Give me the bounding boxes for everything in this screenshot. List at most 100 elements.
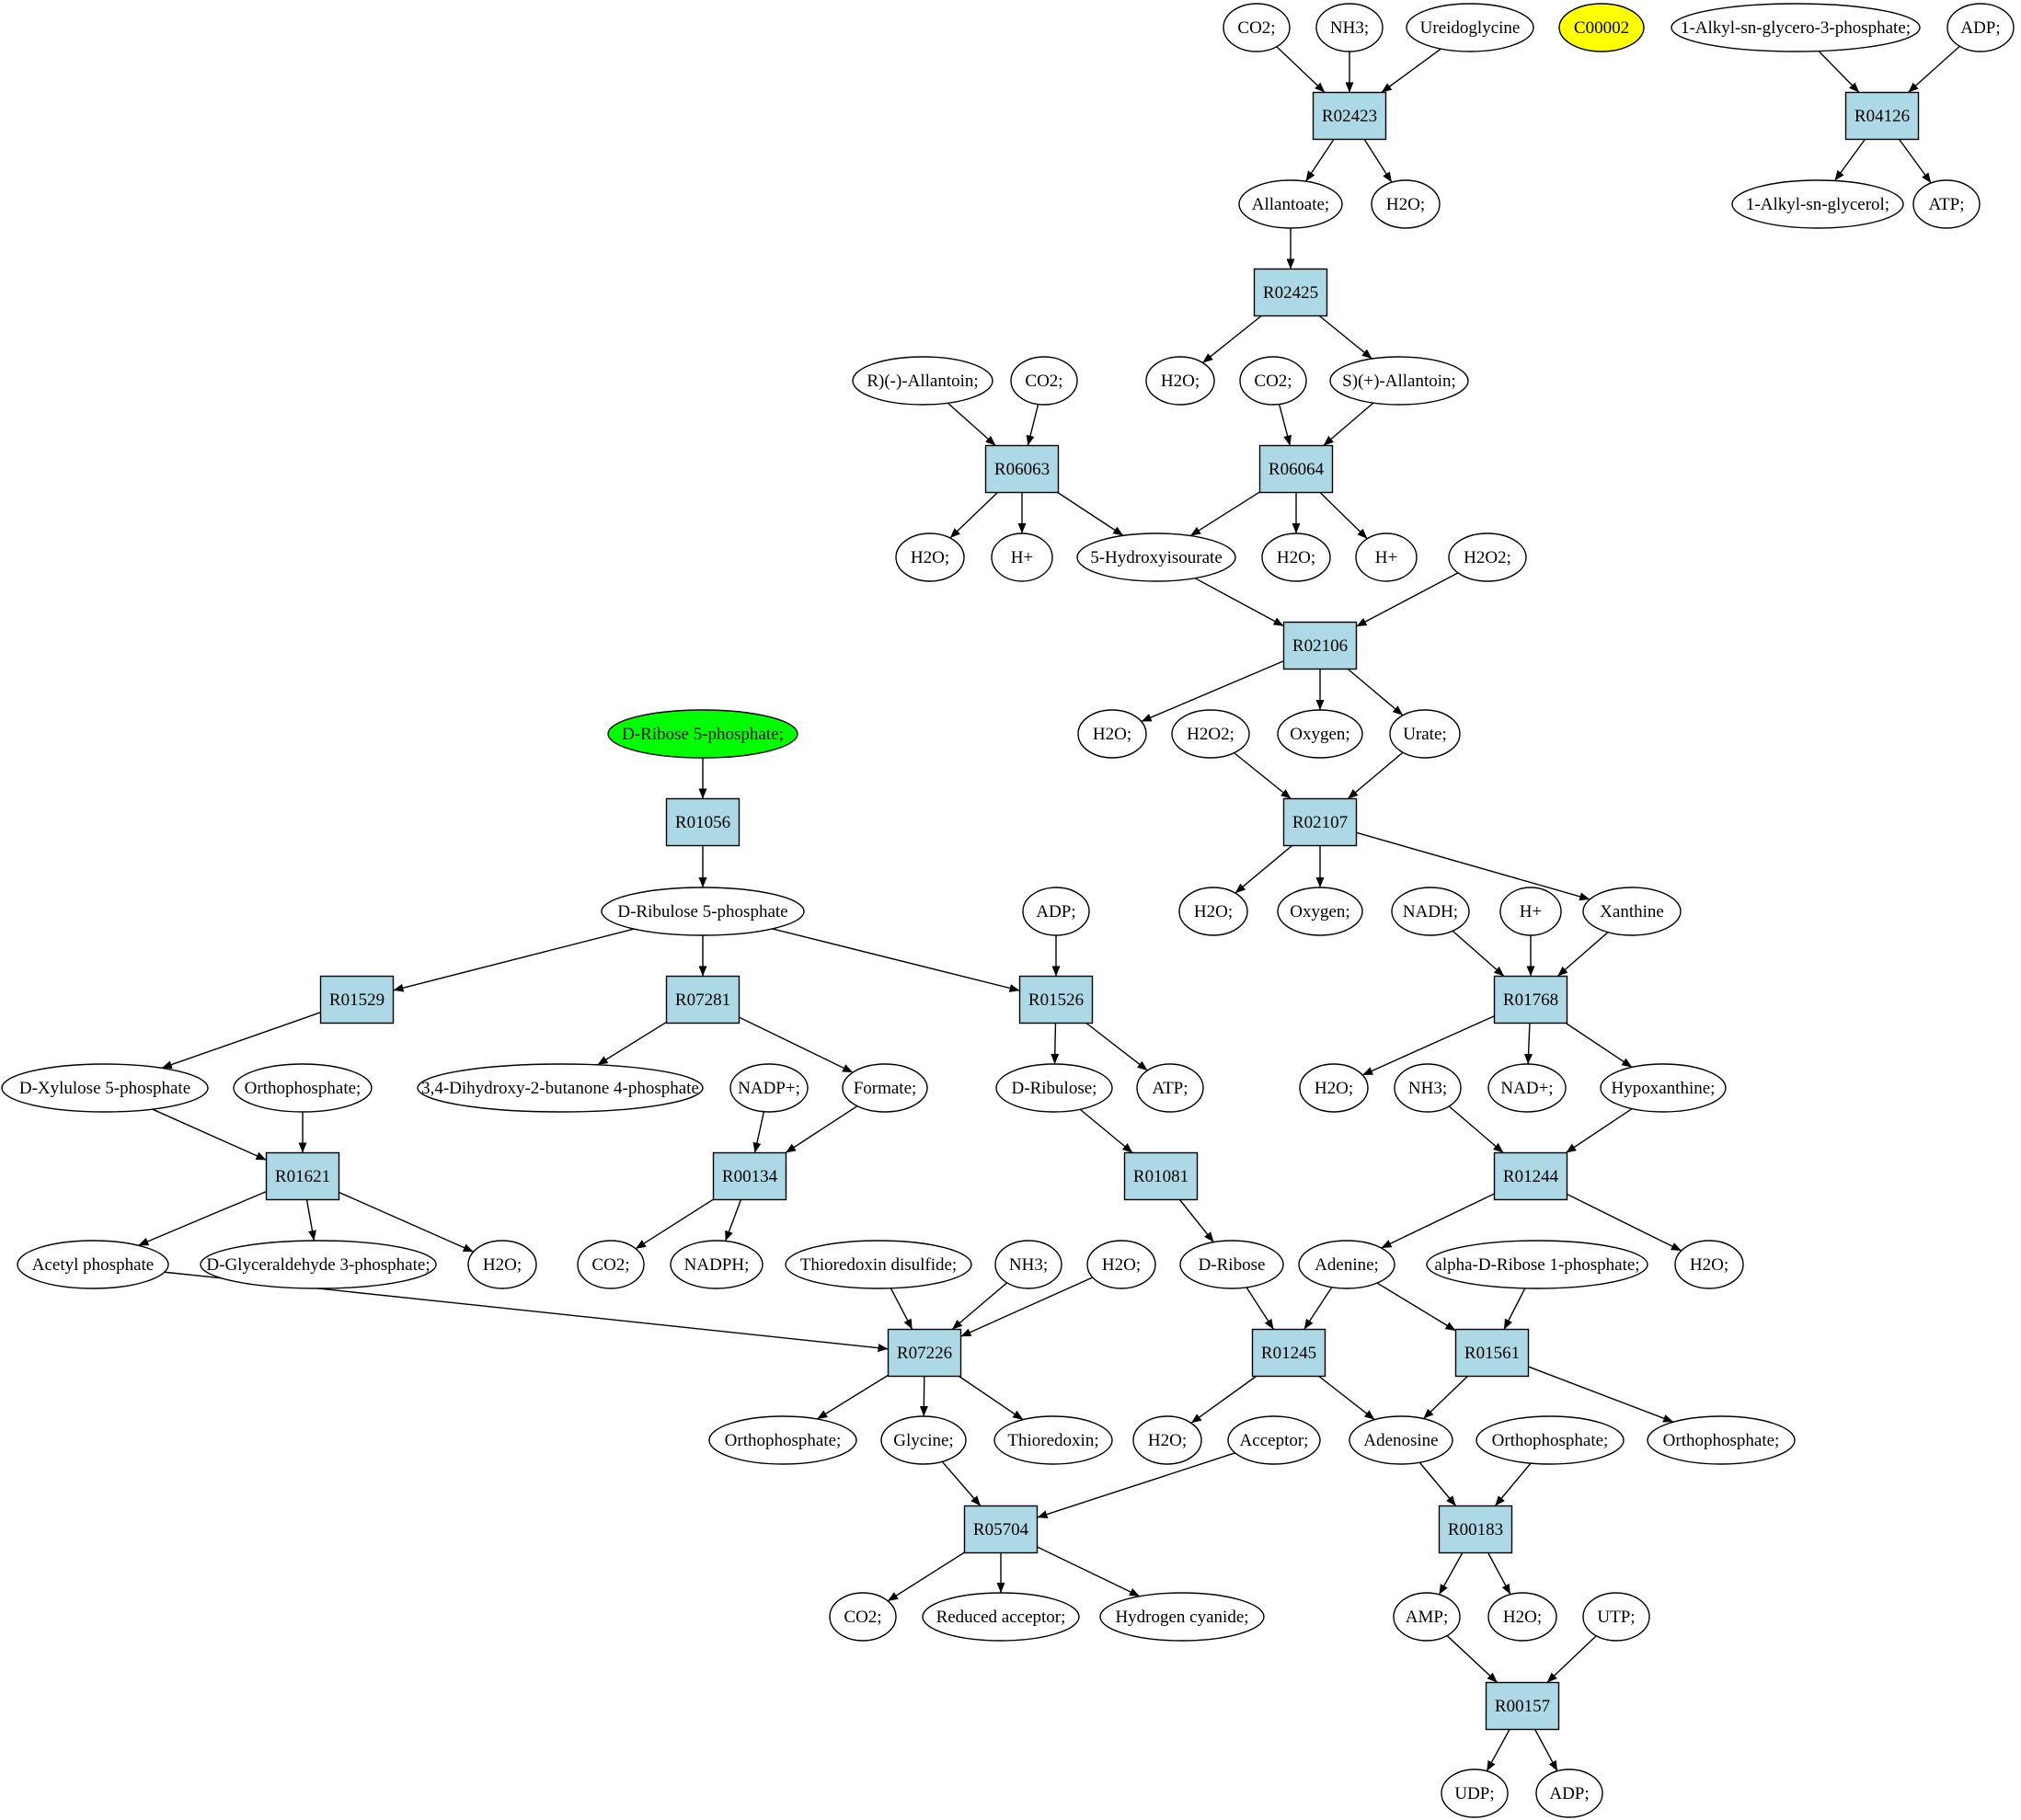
compound-dribose[interactable]: D-Ribose [1179, 1240, 1284, 1289]
reaction-R01081[interactable]: R01081 [1123, 1151, 1199, 1201]
compound-hydroxyisourate[interactable]: 5-Hydroxyisourate [1076, 532, 1236, 582]
compound-adp-c[interactable]: ADP; [1535, 1768, 1603, 1818]
compound-h2o-k[interactable]: H2O; [1132, 1415, 1202, 1465]
compound-nadh[interactable]: NADH; [1391, 887, 1470, 936]
compound-label: H2O; [1194, 902, 1233, 921]
compound-h2o-h[interactable]: H2O; [467, 1240, 537, 1289]
reaction-R07226[interactable]: R07226 [887, 1328, 962, 1378]
reaction-R01529[interactable]: R01529 [319, 975, 395, 1024]
compound-h2o-i[interactable]: H2O; [1086, 1240, 1156, 1289]
reaction-R01621[interactable]: R01621 [265, 1151, 340, 1201]
reaction-R00183[interactable]: R00183 [1438, 1505, 1513, 1554]
compound-co2-c[interactable]: CO2; [1239, 356, 1307, 406]
compound-utp[interactable]: UTP; [1582, 1592, 1650, 1642]
compound-h2o-j[interactable]: H2O; [1674, 1240, 1744, 1289]
reaction-R02107[interactable]: R02107 [1282, 797, 1358, 847]
compound-allantoate[interactable]: Allantoate; [1238, 179, 1343, 229]
compound-dribulose5p[interactable]: D-Ribulose 5-phosphate [601, 887, 805, 936]
compound-atp-b[interactable]: ATP; [1136, 1063, 1204, 1113]
compound-orthophosphate-d[interactable]: Orthophosphate; [1647, 1415, 1796, 1465]
reaction-R01561[interactable]: R01561 [1454, 1328, 1530, 1378]
edge-line [1356, 831, 1590, 901]
compound-co2-b[interactable]: CO2; [1010, 356, 1078, 406]
compound-orthophosphate-c[interactable]: Orthophosphate; [1476, 1415, 1625, 1465]
compound-h2o-a[interactable]: H2O; [1371, 179, 1441, 229]
compound-nadp[interactable]: NADP+; [729, 1063, 809, 1113]
reaction-R02106[interactable]: R02106 [1282, 621, 1358, 670]
compound-co2-e[interactable]: CO2; [829, 1592, 897, 1642]
compound-adenine[interactable]: Adenine; [1298, 1240, 1395, 1289]
compound-nadph[interactable]: NADPH; [670, 1240, 764, 1289]
reaction-R05704[interactable]: R05704 [963, 1505, 1039, 1554]
compound-orthophosphate-b[interactable]: Orthophosphate; [708, 1415, 857, 1465]
compound-adp-a[interactable]: ADP; [1946, 3, 2015, 52]
compound-adp-b[interactable]: ADP; [1022, 887, 1090, 936]
compound-dglyceraldehyde3p[interactable]: D-Glyceraldehyde 3-phosphate; [200, 1240, 437, 1289]
compound-hplus-c[interactable]: H+ [1499, 887, 1562, 936]
compound-c00002[interactable]: C00002 [1558, 3, 1645, 52]
compound-thioredoxin-disulfide[interactable]: Thioredoxin disulfide; [785, 1240, 972, 1289]
compound-acetylphosphate[interactable]: Acetyl phosphate [17, 1240, 169, 1289]
compound-s-allantoin[interactable]: S)(+)-Allantoin; [1329, 356, 1469, 406]
reaction-R00134[interactable]: R00134 [712, 1151, 787, 1201]
compound-h2o-e[interactable]: H2O; [1077, 709, 1147, 759]
compound-dribose5p[interactable]: D-Ribose 5-phosphate; [607, 709, 798, 759]
compound-h2o-f[interactable]: H2O; [1178, 887, 1248, 936]
compound-alpha-dribose1p[interactable]: alpha-D-Ribose 1-phosphate; [1426, 1240, 1648, 1289]
reaction-R01526[interactable]: R01526 [1018, 975, 1094, 1024]
reaction-R06064[interactable]: R06064 [1258, 444, 1334, 494]
compound-xanthine[interactable]: Xanthine [1582, 887, 1682, 936]
compound-h2o2-b[interactable]: H2O2; [1171, 709, 1250, 759]
compound-formate[interactable]: Formate; [842, 1063, 928, 1113]
compound-dxylulose5p[interactable]: D-Xylulose 5-phosphate [1, 1063, 209, 1113]
compound-hypoxanthine[interactable]: Hypoxanthine; [1600, 1063, 1727, 1113]
compound-nh3-b[interactable]: NH3; [1394, 1063, 1462, 1113]
compound-alkylglycero3p[interactable]: 1-Alkyl-sn-glycero-3-phosphate; [1671, 3, 1921, 52]
compound-hplus-a[interactable]: H+ [991, 532, 1053, 582]
compound-glycine[interactable]: Glycine; [880, 1415, 967, 1465]
reaction-label: R07281 [675, 990, 730, 1010]
reaction-R04126[interactable]: R04126 [1844, 91, 1920, 141]
compound-nad[interactable]: NAD+; [1487, 1063, 1567, 1113]
compound-r-allantoin[interactable]: R)(-)-Allantoin; [852, 356, 993, 406]
compound-acceptor[interactable]: Acceptor; [1227, 1415, 1321, 1465]
compound-h2o-b[interactable]: H2O; [1145, 356, 1215, 406]
compound-udp[interactable]: UDP; [1441, 1768, 1509, 1818]
compound-amp[interactable]: AMP; [1393, 1592, 1461, 1642]
compound-orthophosphate-a[interactable]: Orthophosphate; [233, 1063, 373, 1113]
reaction-R01245[interactable]: R01245 [1251, 1328, 1326, 1378]
compound-atp-a[interactable]: ATP; [1912, 179, 1981, 229]
reaction-R01244[interactable]: R01244 [1493, 1151, 1568, 1201]
compound-nh3-a[interactable]: NH3; [1315, 3, 1384, 52]
reaction-R01768[interactable]: R01768 [1493, 975, 1568, 1024]
compound-h2o-d[interactable]: H2O; [1261, 532, 1331, 582]
compound-dribulose[interactable]: D-Ribulose; [995, 1063, 1113, 1113]
compound-h2o-g[interactable]: H2O; [1299, 1063, 1369, 1113]
compound-alkylglycerol[interactable]: 1-Alkyl-sn-glycerol; [1731, 179, 1904, 229]
compound-co2-d[interactable]: CO2; [577, 1240, 645, 1289]
compound-oxygen-b[interactable]: Oxygen; [1277, 887, 1363, 936]
compound-thioredoxin[interactable]: Thioredoxin; [993, 1415, 1113, 1465]
compound-hydrogen-cyanide[interactable]: Hydrogen cyanide; [1099, 1592, 1265, 1642]
edge-R01244-to-h2o_j [1567, 1193, 1682, 1252]
reaction-R07281[interactable]: R07281 [665, 975, 741, 1024]
reaction-R06063[interactable]: R06063 [984, 444, 1060, 494]
compound-label: CO2; [1254, 372, 1292, 391]
compound-h2o-l[interactable]: H2O; [1487, 1592, 1557, 1642]
compound-ureidoglycine[interactable]: Ureidoglycine [1406, 3, 1534, 52]
compound-nh3-c[interactable]: NH3; [994, 1240, 1062, 1289]
reaction-R02425[interactable]: R02425 [1253, 268, 1328, 317]
compound-h2o2-a[interactable]: H2O2; [1448, 532, 1527, 582]
compound-hplus-b[interactable]: H+ [1355, 532, 1418, 582]
compound-h2o-c[interactable]: H2O; [895, 532, 965, 582]
reaction-label: R01244 [1503, 1167, 1559, 1186]
compound-dihydroxybutanone[interactable]: 3,4-Dihydroxy-2-butanone 4-phosphate [417, 1063, 704, 1113]
reaction-R00157[interactable]: R00157 [1485, 1681, 1560, 1731]
compound-urate[interactable]: Urate; [1389, 709, 1461, 759]
compound-co2-a[interactable]: CO2; [1223, 3, 1291, 52]
compound-oxygen-a[interactable]: Oxygen; [1277, 709, 1363, 759]
compound-adenosine[interactable]: Adenosine [1349, 1415, 1453, 1465]
reaction-R02423[interactable]: R02423 [1312, 91, 1387, 141]
reaction-R01056[interactable]: R01056 [665, 797, 741, 847]
compound-reduced-acceptor[interactable]: Reduced acceptor; [922, 1592, 1080, 1642]
